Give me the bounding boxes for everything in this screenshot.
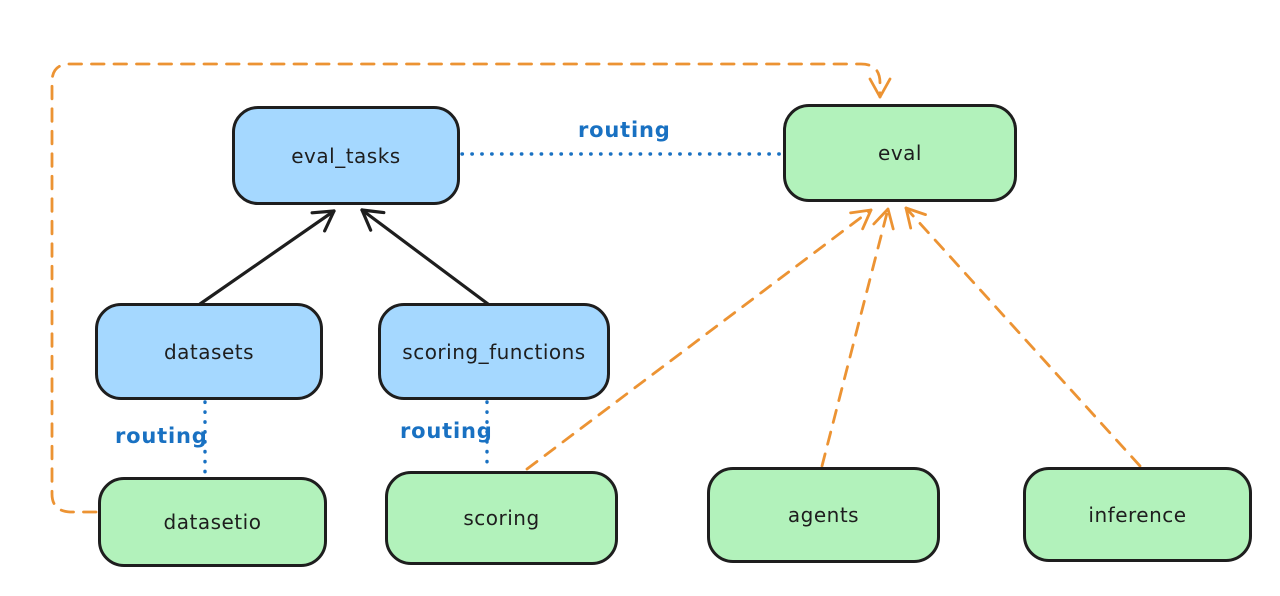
node-scoring-functions-label: scoring_functions [402, 339, 586, 364]
edge-label-routing-eval-tasks-eval: routing [578, 118, 671, 142]
edge-datasets-to-eval-tasks [198, 209, 336, 306]
node-agents-label: agents [787, 503, 860, 527]
node-scoring-label: scoring [463, 506, 540, 530]
node-inference: inference [1023, 467, 1252, 562]
node-datasetio-label: datasetio [163, 510, 262, 534]
edge-label-routing-datasets-datasetio: routing [115, 424, 208, 448]
node-eval-label: eval [878, 141, 922, 165]
edge-scoring-to-eval-dashed [525, 208, 873, 471]
node-inference-label: inference [1088, 502, 1187, 527]
edge-agents-to-eval-dashed [820, 207, 895, 468]
node-eval-tasks: eval_tasks [232, 106, 460, 205]
edge-scoring-functions-to-eval-tasks [360, 208, 490, 306]
edge-label-routing-scoring-functions-scoring: routing [400, 419, 493, 443]
node-datasets: datasets [95, 303, 323, 400]
edge-inference-to-eval-dashed [904, 206, 1142, 468]
node-datasetio: datasetio [98, 477, 327, 567]
node-agents: agents [707, 467, 940, 563]
node-scoring: scoring [385, 471, 618, 565]
node-scoring-functions: scoring_functions [378, 303, 610, 400]
edge-datasetio-to-eval-dashed-elbow [50, 62, 892, 514]
node-eval-tasks-label: eval_tasks [291, 143, 401, 168]
node-eval: eval [783, 104, 1017, 202]
node-datasets-label: datasets [163, 339, 255, 364]
